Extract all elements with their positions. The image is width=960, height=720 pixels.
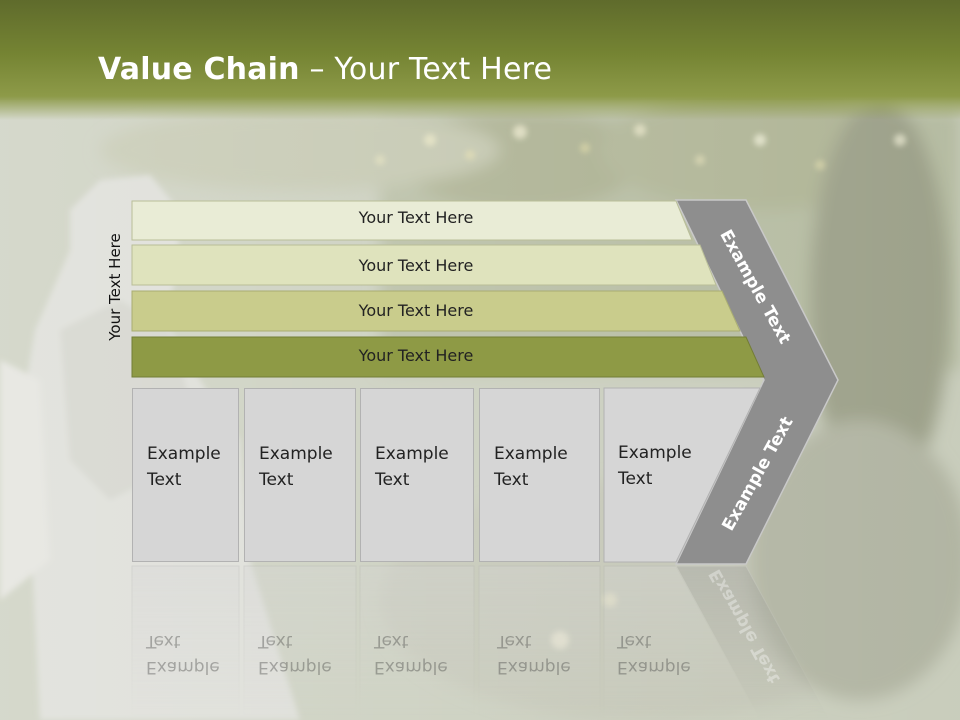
bar-shape-4 [131, 336, 765, 378]
title-bold: Value Chain [98, 52, 300, 87]
reflection-cell-4: Example Text [497, 631, 571, 677]
bar-shape-1 [131, 200, 693, 241]
bar-1-label: Your Text Here [358, 208, 474, 227]
cell-4: Example Text [479, 388, 600, 562]
reflection-text-layer: Example Text Example Text Example Text E… [0, 564, 960, 720]
reflection [131, 565, 831, 720]
title-band [0, 0, 960, 120]
cell-3: Example Text [360, 388, 474, 562]
bar-shape-3 [131, 290, 741, 332]
reflection-cell-5: Example Text [617, 631, 691, 677]
bar-2-label: Your Text Here [358, 256, 474, 275]
bar-shape-2 [131, 244, 717, 286]
cell-1: Example Text [132, 388, 239, 562]
title-rest: – Your Text Here [299, 52, 553, 87]
bar-3-label: Your Text Here [358, 301, 474, 320]
reflection-cell-3: Example Text [374, 631, 448, 677]
reflection-chevron-label: Example Text [705, 565, 785, 687]
slide-title: Value Chain – Your Text Here [98, 52, 552, 87]
reflection-cell-2: Example Text [258, 631, 332, 677]
cell-2: Example Text [244, 388, 356, 562]
reflection-cell-1: Example Text [146, 631, 220, 677]
cell-5: Example Text [618, 443, 692, 489]
chevron-shape [674, 199, 839, 565]
bar-4-label: Your Text Here [358, 346, 474, 365]
